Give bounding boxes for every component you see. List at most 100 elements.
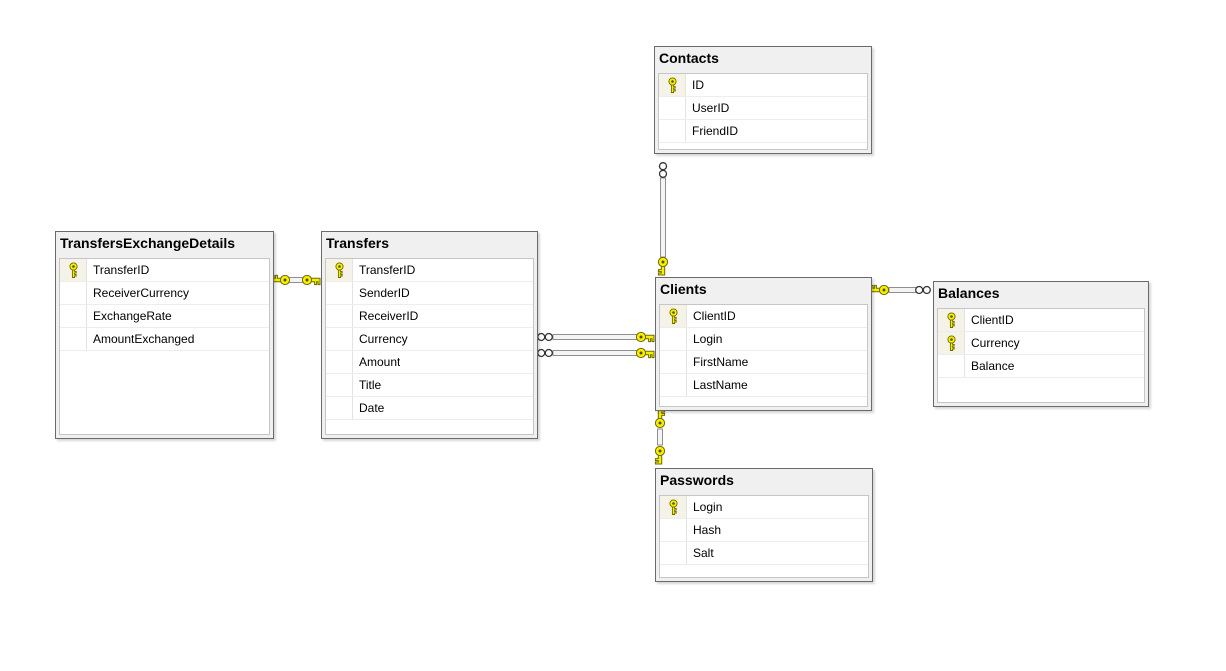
relationship-clients-balances[interactable] bbox=[870, 284, 931, 296]
key-cell-empty bbox=[660, 519, 687, 541]
relationship-clients-transfers-2[interactable] bbox=[537, 347, 655, 359]
table-row[interactable]: Hash bbox=[660, 519, 868, 542]
key-cell-empty bbox=[60, 305, 87, 327]
column-name: Login bbox=[693, 500, 723, 514]
column-name: Title bbox=[359, 378, 382, 392]
empty-row-space bbox=[660, 565, 868, 577]
column-name: ReceiverCurrency bbox=[93, 286, 190, 300]
table-row[interactable]: Date bbox=[326, 397, 533, 420]
key-cell-empty bbox=[659, 97, 686, 119]
table-row[interactable]: UserID bbox=[659, 97, 867, 120]
table-title[interactable]: TransfersExchangeDetails bbox=[60, 235, 236, 251]
empty-row-space bbox=[659, 143, 867, 149]
column-name: TransferID bbox=[359, 263, 416, 277]
table-title[interactable]: Transfers bbox=[326, 235, 390, 251]
table-row[interactable]: ClientID bbox=[660, 305, 867, 328]
key-cell-empty bbox=[326, 397, 353, 419]
table-row[interactable]: TransferID bbox=[326, 259, 533, 282]
table-row[interactable]: ReceiverCurrency bbox=[60, 282, 269, 305]
table-row[interactable]: Title bbox=[326, 374, 533, 397]
key-cell-empty bbox=[659, 120, 686, 142]
table-grid: ID UserID FriendID bbox=[658, 73, 868, 150]
table-grid: TransferID ReceiverCurrency ExchangeRate… bbox=[59, 258, 270, 435]
table-grid: TransferID SenderID ReceiverID Currency … bbox=[325, 258, 534, 435]
table-transfersexchangedetails[interactable]: TransfersExchangeDetails TransferID Rece… bbox=[55, 231, 274, 439]
table-row[interactable]: FriendID bbox=[659, 120, 867, 143]
column-name: Currency bbox=[971, 336, 1020, 350]
relationship-clients-contacts[interactable] bbox=[657, 162, 669, 276]
column-name: AmountExchanged bbox=[93, 332, 195, 346]
table-transfers[interactable]: Transfers TransferID SenderID ReceiverID… bbox=[321, 231, 538, 439]
column-name: ExchangeRate bbox=[93, 309, 172, 323]
column-name: Amount bbox=[359, 355, 401, 369]
table-passwords[interactable]: Passwords Login Hash Salt bbox=[655, 468, 873, 582]
column-name: TransferID bbox=[93, 263, 150, 277]
column-name: ID bbox=[692, 78, 704, 92]
table-row[interactable]: Amount bbox=[326, 351, 533, 374]
empty-row-space bbox=[60, 351, 269, 434]
column-name: ReceiverID bbox=[359, 309, 419, 323]
key-cell-empty bbox=[326, 351, 353, 373]
table-grid: ClientID Login FirstName LastName bbox=[659, 304, 868, 407]
table-grid: ClientID Currency Balance bbox=[937, 308, 1145, 403]
relationship-clients-passwords[interactable] bbox=[654, 409, 666, 465]
column-name: FriendID bbox=[692, 124, 739, 138]
table-contacts[interactable]: Contacts ID UserID FriendID bbox=[654, 46, 872, 154]
table-title[interactable]: Balances bbox=[938, 285, 1000, 301]
table-row[interactable]: ReceiverID bbox=[326, 305, 533, 328]
primary-key-icon bbox=[660, 496, 687, 518]
key-cell-empty bbox=[60, 328, 87, 350]
column-name: LastName bbox=[693, 378, 748, 392]
key-cell-empty bbox=[660, 542, 687, 564]
column-name: ClientID bbox=[693, 309, 736, 323]
primary-key-icon bbox=[938, 332, 965, 354]
table-row[interactable]: Currency bbox=[938, 332, 1144, 355]
table-row[interactable]: Balance bbox=[938, 355, 1144, 378]
table-title[interactable]: Contacts bbox=[659, 50, 719, 66]
table-title[interactable]: Clients bbox=[660, 281, 707, 297]
primary-key-icon bbox=[938, 309, 965, 331]
key-cell-empty bbox=[660, 328, 687, 350]
empty-row-space bbox=[326, 420, 533, 434]
column-name: Currency bbox=[359, 332, 408, 346]
column-name: Balance bbox=[971, 359, 1015, 373]
column-name: UserID bbox=[692, 101, 730, 115]
key-cell-empty bbox=[326, 374, 353, 396]
key-cell-empty bbox=[660, 374, 687, 396]
table-title[interactable]: Passwords bbox=[660, 472, 734, 488]
primary-key-icon bbox=[326, 259, 353, 281]
column-name: Date bbox=[359, 401, 385, 415]
table-row[interactable]: ID bbox=[659, 74, 867, 97]
table-row[interactable]: ClientID bbox=[938, 309, 1144, 332]
table-row[interactable]: Currency bbox=[326, 328, 533, 351]
key-cell-empty bbox=[660, 351, 687, 373]
table-row[interactable]: TransferID bbox=[60, 259, 269, 282]
empty-row-space bbox=[938, 378, 1144, 402]
primary-key-icon bbox=[60, 259, 87, 281]
primary-key-icon bbox=[659, 74, 686, 96]
table-row[interactable]: FirstName bbox=[660, 351, 867, 374]
table-row[interactable]: AmountExchanged bbox=[60, 328, 269, 351]
table-balances[interactable]: Balances ClientID Currency Balance bbox=[933, 281, 1149, 407]
column-name: ClientID bbox=[971, 313, 1014, 327]
table-row[interactable]: ExchangeRate bbox=[60, 305, 269, 328]
column-name: Login bbox=[693, 332, 723, 346]
key-cell-empty bbox=[60, 282, 87, 304]
table-row[interactable]: LastName bbox=[660, 374, 867, 397]
relationship-transfersexchangedetails-transfers[interactable] bbox=[271, 274, 321, 286]
table-row[interactable]: SenderID bbox=[326, 282, 533, 305]
primary-key-icon bbox=[660, 305, 687, 327]
column-name: SenderID bbox=[359, 286, 410, 300]
key-cell-empty bbox=[938, 355, 965, 377]
column-name: FirstName bbox=[693, 355, 749, 369]
table-row[interactable]: Login bbox=[660, 328, 867, 351]
key-cell-empty bbox=[326, 305, 353, 327]
column-name: Hash bbox=[693, 523, 722, 537]
key-cell-empty bbox=[326, 328, 353, 350]
table-clients[interactable]: Clients ClientID Login FirstName LastNam… bbox=[655, 277, 872, 411]
relationship-clients-transfers-1[interactable] bbox=[537, 331, 655, 343]
empty-row-space bbox=[660, 397, 867, 406]
table-row[interactable]: Salt bbox=[660, 542, 868, 565]
table-row[interactable]: Login bbox=[660, 496, 868, 519]
